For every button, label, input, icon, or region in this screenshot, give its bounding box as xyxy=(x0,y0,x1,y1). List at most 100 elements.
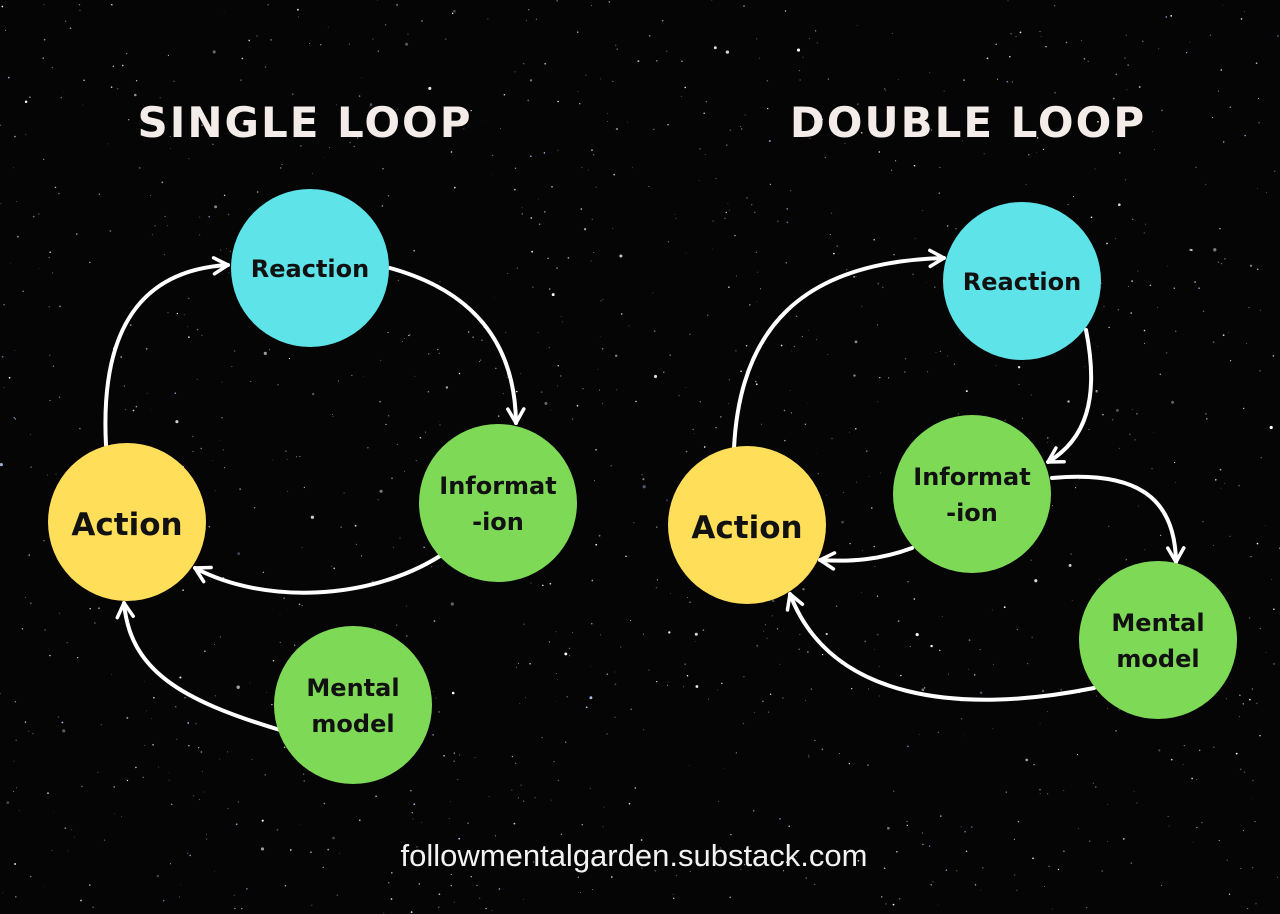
star xyxy=(541,737,543,739)
star xyxy=(3,304,5,306)
star xyxy=(107,143,109,145)
star xyxy=(168,772,170,774)
star xyxy=(2,892,4,894)
star xyxy=(151,123,153,126)
star xyxy=(974,674,976,676)
star xyxy=(507,273,509,274)
star xyxy=(744,114,746,116)
star xyxy=(703,112,705,114)
star xyxy=(1243,407,1245,409)
star xyxy=(48,256,50,258)
arrow-information-to-action xyxy=(193,554,442,595)
star xyxy=(1246,343,1247,344)
star xyxy=(734,234,736,237)
star xyxy=(876,633,879,636)
star xyxy=(530,217,533,219)
star xyxy=(170,148,171,150)
star xyxy=(331,414,333,415)
star xyxy=(538,223,541,225)
star xyxy=(542,584,544,587)
star xyxy=(874,648,875,650)
star xyxy=(1030,394,1032,396)
star xyxy=(940,815,942,817)
star xyxy=(615,44,617,46)
star xyxy=(855,428,857,430)
star xyxy=(1051,504,1053,507)
star xyxy=(543,152,546,154)
star xyxy=(1036,137,1039,139)
star xyxy=(153,696,155,699)
star xyxy=(593,252,595,253)
star xyxy=(387,195,390,197)
star xyxy=(1084,366,1086,368)
star xyxy=(829,233,832,236)
star xyxy=(703,446,706,448)
star xyxy=(1151,468,1153,470)
star xyxy=(784,10,787,12)
star xyxy=(1170,15,1173,17)
star xyxy=(267,3,270,6)
star xyxy=(1131,280,1133,282)
star xyxy=(663,371,665,373)
star xyxy=(54,186,57,189)
star xyxy=(1175,330,1177,332)
star xyxy=(892,117,894,119)
star xyxy=(414,375,416,377)
star xyxy=(361,555,363,557)
star xyxy=(521,213,523,215)
star xyxy=(836,245,838,247)
star xyxy=(728,379,730,381)
star xyxy=(735,350,737,352)
star xyxy=(301,604,303,607)
star xyxy=(1112,97,1115,100)
star xyxy=(620,313,623,315)
star xyxy=(845,853,847,855)
star xyxy=(1213,544,1214,546)
star xyxy=(361,77,363,79)
star xyxy=(684,663,686,665)
star xyxy=(962,140,964,142)
star xyxy=(751,204,753,206)
single-node-mental-model: Mental model xyxy=(274,626,432,784)
star xyxy=(1039,793,1041,795)
star xyxy=(327,848,330,851)
star xyxy=(780,344,783,347)
star xyxy=(514,167,517,169)
star xyxy=(614,716,616,718)
star xyxy=(557,100,559,103)
star xyxy=(1078,479,1080,480)
star xyxy=(1106,804,1108,806)
star xyxy=(286,459,288,460)
star xyxy=(790,412,793,414)
star xyxy=(809,137,811,140)
star xyxy=(652,292,654,294)
star xyxy=(588,858,590,860)
star xyxy=(116,87,119,90)
star xyxy=(250,380,252,382)
star xyxy=(418,883,421,885)
mental-model-circle xyxy=(1079,561,1237,719)
star xyxy=(606,673,608,675)
star xyxy=(899,898,901,900)
star xyxy=(544,62,547,65)
star xyxy=(413,803,416,806)
star xyxy=(43,3,45,6)
star xyxy=(789,389,791,391)
star xyxy=(505,332,507,334)
star xyxy=(1250,555,1252,558)
star xyxy=(669,354,671,356)
star xyxy=(529,663,531,665)
star xyxy=(1143,329,1146,332)
star xyxy=(761,423,763,425)
star xyxy=(685,387,687,388)
star xyxy=(60,97,62,99)
star xyxy=(1099,578,1100,580)
star xyxy=(1213,248,1217,252)
star xyxy=(860,592,862,594)
star xyxy=(1229,535,1231,537)
star xyxy=(6,801,10,804)
star xyxy=(776,628,779,630)
star xyxy=(892,903,895,906)
star xyxy=(930,884,932,886)
star xyxy=(167,54,169,56)
